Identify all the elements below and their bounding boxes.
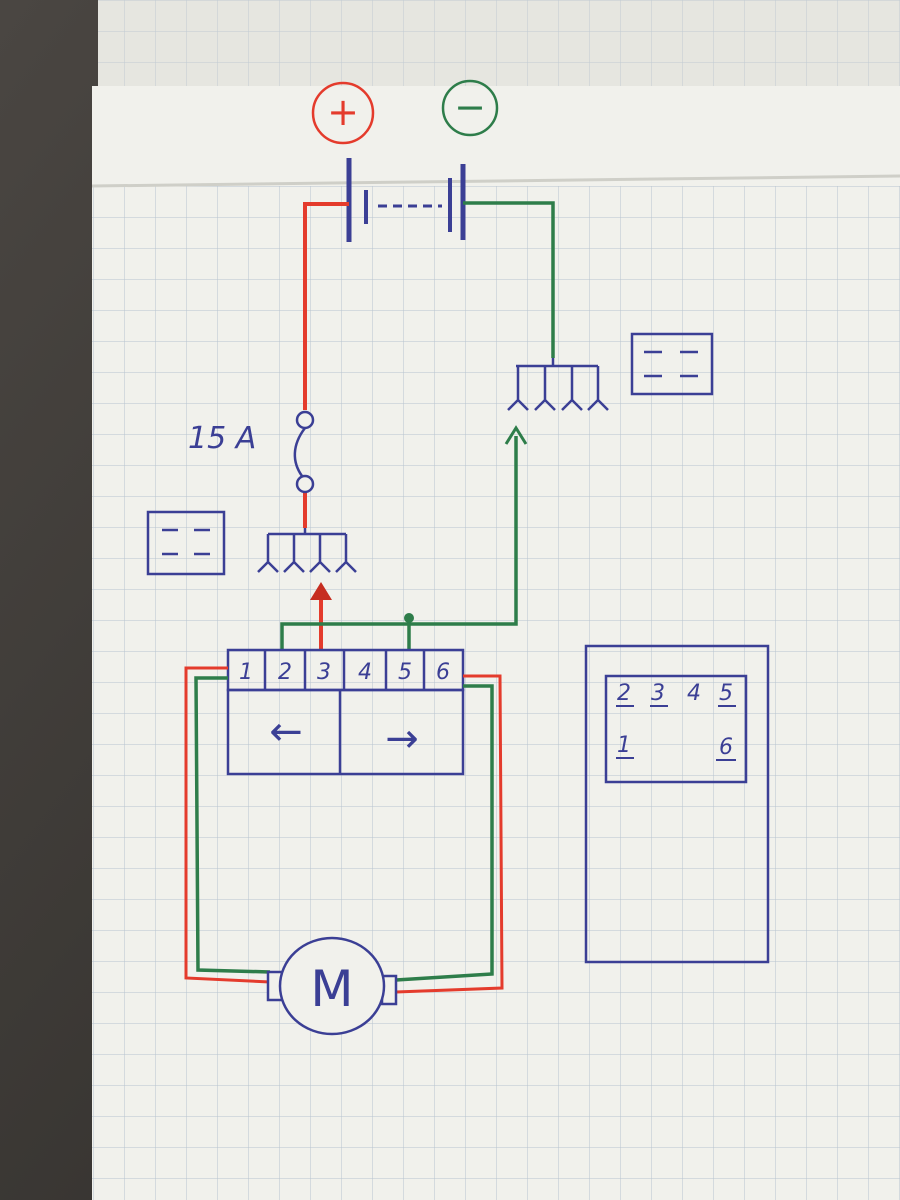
connector-positive-pin-icon bbox=[146, 510, 226, 576]
negative-junction-dot bbox=[404, 613, 414, 623]
switch-pin-6: 6 bbox=[436, 660, 450, 685]
switch-body bbox=[226, 648, 465, 776]
pinout-underlines bbox=[616, 705, 736, 761]
fuse-symbol: 15 A bbox=[188, 410, 315, 494]
pinout-top-5: 5 bbox=[719, 681, 733, 706]
left-arrow-icon: ← bbox=[269, 709, 303, 755]
switch-pin-5: 5 bbox=[398, 660, 412, 685]
pinout-bottom-6: 6 bbox=[719, 735, 733, 760]
motor-loop-negative bbox=[194, 676, 494, 982]
switch-pin-2: 2 bbox=[278, 660, 292, 685]
positive-wire bbox=[303, 202, 349, 528]
connector-negative bbox=[507, 358, 609, 411]
plus-terminal-label: + bbox=[327, 90, 359, 134]
minus-terminal-circle bbox=[441, 79, 499, 137]
connector-positive bbox=[257, 528, 357, 573]
negative-wire bbox=[280, 201, 555, 650]
switch-pin-3: 3 bbox=[317, 660, 331, 685]
right-arrow-icon: → bbox=[385, 716, 419, 762]
switch-pinout-diagram bbox=[584, 644, 770, 964]
pinout-top-4: 4 bbox=[687, 681, 701, 706]
motor-label: M bbox=[310, 960, 353, 1018]
battery-symbol: + − bbox=[311, 79, 499, 242]
negative-feed-arrow-icon bbox=[504, 425, 528, 445]
switch-pin-4: 4 bbox=[358, 660, 372, 685]
connector-negative-pin-icon bbox=[630, 332, 714, 396]
switch-pin-1: 1 bbox=[239, 660, 253, 685]
minus-terminal-label: − bbox=[454, 85, 486, 129]
motor-loop-positive bbox=[184, 666, 504, 994]
motor-symbol: M bbox=[266, 936, 398, 1036]
pinout-top-3: 3 bbox=[651, 681, 665, 706]
switch-direction-arrows: ← → bbox=[269, 709, 419, 762]
pinout-top-2: 2 bbox=[617, 681, 631, 706]
pinout-bottom-1: 1 bbox=[617, 733, 631, 758]
plus-terminal-circle bbox=[311, 81, 375, 145]
fuse-rating-label: 15 A bbox=[188, 421, 256, 456]
